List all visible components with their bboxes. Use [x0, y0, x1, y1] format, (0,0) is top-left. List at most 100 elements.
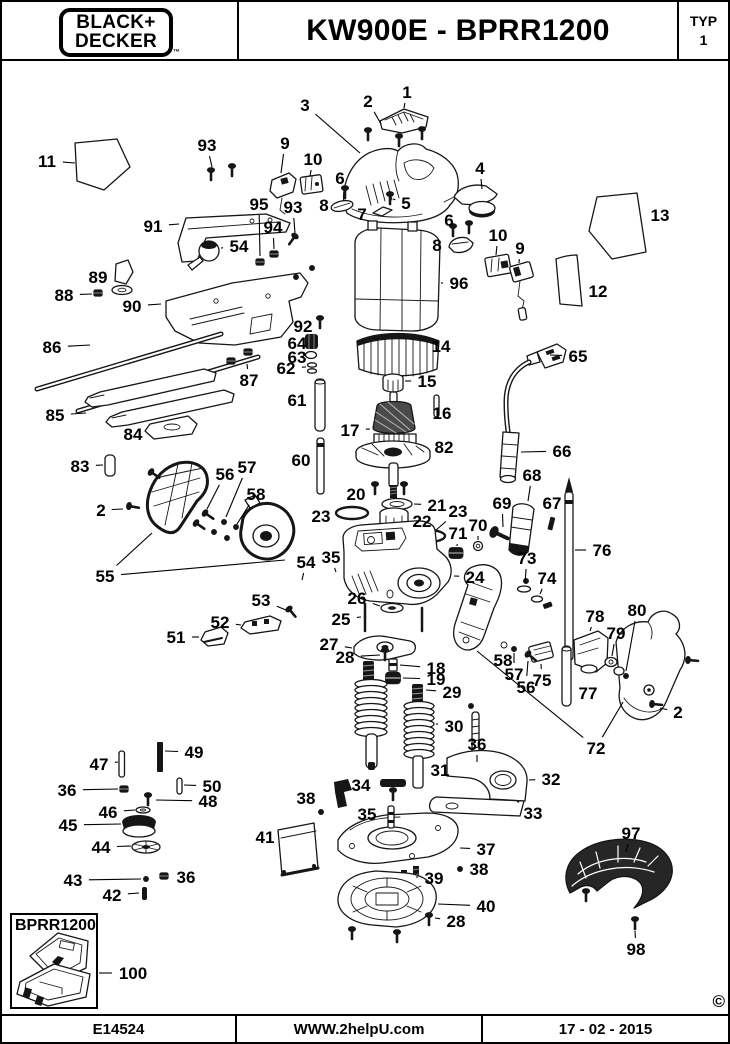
part-label-79: 79 [607, 624, 626, 643]
leader-line [301, 572, 305, 581]
part-label-96: 96 [450, 274, 469, 293]
part-label-100: 100 [119, 964, 147, 983]
leader-line [524, 568, 527, 584]
leader-line [611, 643, 615, 657]
part-label-98: 98 [627, 940, 646, 959]
leader-line [225, 477, 243, 518]
part-label-33: 33 [524, 804, 543, 823]
part-label-73: 73 [518, 549, 537, 568]
part-label-27: 27 [320, 635, 339, 654]
part-label-22: 22 [413, 512, 432, 531]
leader-line [434, 917, 441, 920]
part-label-71: 71 [449, 524, 468, 543]
part-label-86: 86 [43, 338, 62, 357]
part-label-9: 9 [515, 239, 524, 258]
leader-line [208, 155, 213, 168]
part-label-31: 31 [431, 761, 450, 780]
logo-line2: DECKER [74, 30, 158, 52]
leader-line [392, 198, 396, 201]
type-label: TYP [689, 13, 718, 29]
leader-line [111, 508, 124, 511]
part-label-11: 11 [38, 152, 56, 171]
part-label-78: 78 [586, 607, 605, 626]
part-label-68: 68 [523, 466, 542, 485]
part-label-32: 32 [542, 770, 561, 789]
part-label-90: 90 [123, 297, 142, 316]
leader-line [62, 161, 76, 164]
part-label-58: 58 [247, 485, 266, 504]
part-label-57: 57 [238, 458, 257, 477]
part-label-93: 93 [284, 198, 303, 217]
leader-line [402, 677, 421, 680]
leader-line [246, 363, 249, 370]
part-label-28: 28 [447, 912, 466, 931]
part-label-30: 30 [445, 717, 464, 736]
leader-line [399, 664, 421, 668]
part-label-35: 35 [322, 548, 341, 567]
copyright-symbol: © [712, 992, 725, 1011]
part-label-67: 67 [543, 494, 562, 513]
part-label-63: 63 [288, 348, 307, 367]
part-label-80: 80 [628, 601, 647, 620]
part-label-61: 61 [288, 391, 307, 410]
part-label-13: 13 [651, 206, 670, 225]
part-label-34: 34 [352, 776, 371, 795]
leader-line [527, 485, 531, 502]
type-cell: TYP 1 [677, 2, 728, 59]
leader-line [314, 113, 361, 154]
part-label-83: 83 [71, 457, 90, 476]
inset-kitbox-frame: BPRR1200 [10, 913, 98, 1009]
leader-line [372, 602, 381, 607]
leader-line [373, 111, 382, 125]
part-label-57: 57 [505, 665, 524, 684]
part-label-51: 51 [167, 628, 186, 647]
part-label-87: 87 [240, 371, 259, 390]
leader-line [116, 532, 153, 566]
part-label-91: 91 [144, 217, 163, 236]
logo-line1: BLACK+ [76, 12, 156, 34]
part-label-36: 36 [468, 735, 487, 754]
leader-line [155, 799, 193, 802]
leader-line [360, 654, 381, 657]
leader-line [344, 646, 353, 649]
leader-line [123, 809, 136, 812]
part-label-26: 26 [348, 589, 367, 608]
part-label-97: 97 [622, 824, 641, 843]
part-label-10: 10 [304, 150, 323, 169]
part-label-2: 2 [673, 703, 682, 722]
part-label-43: 43 [64, 871, 83, 890]
leader-line [88, 878, 142, 881]
part-label-28: 28 [336, 648, 355, 667]
part-label-84: 84 [124, 425, 143, 444]
part-label-48: 48 [199, 792, 218, 811]
part-label-23: 23 [312, 507, 331, 526]
part-label-49: 49 [185, 743, 204, 762]
part-label-60: 60 [292, 451, 311, 470]
part-label-6: 6 [335, 169, 344, 188]
part-label-76: 76 [593, 541, 612, 560]
part-label-40: 40 [477, 897, 496, 916]
part-label-55: 55 [96, 567, 115, 586]
part-label-88: 88 [55, 286, 74, 305]
leader-line [258, 214, 261, 257]
leader-line [276, 605, 287, 611]
part-label-36: 36 [58, 781, 77, 800]
part-label-38: 38 [297, 789, 316, 808]
part-label-9: 9 [280, 134, 289, 153]
part-label-92: 92 [294, 317, 313, 336]
leader-line [425, 689, 437, 692]
leader-line [526, 660, 529, 677]
footer-doc-number: E14524 [2, 1016, 237, 1042]
footer: E14524 WWW.2helpU.com 17 - 02 - 2015 [2, 1014, 728, 1042]
part-label-54: 54 [297, 553, 316, 572]
part-label-12: 12 [589, 282, 608, 301]
leader-line [127, 892, 140, 895]
part-label-45: 45 [59, 816, 78, 835]
type-value: 1 [699, 32, 708, 48]
leader-line [437, 903, 471, 906]
part-label-19: 19 [427, 670, 446, 689]
part-label-24: 24 [466, 568, 485, 587]
